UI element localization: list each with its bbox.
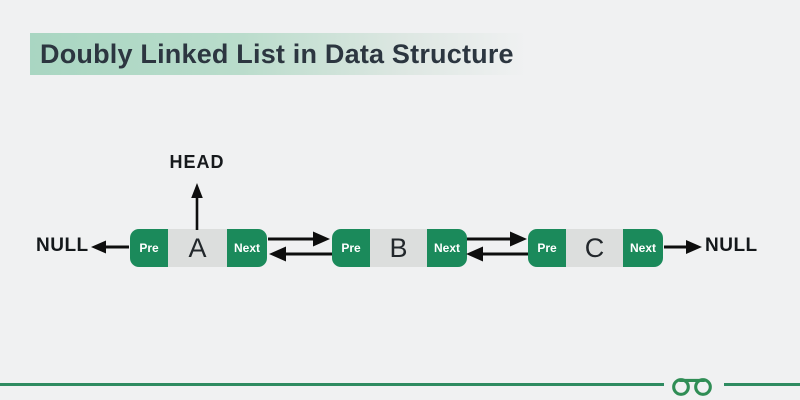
footer-divider-left <box>0 383 664 386</box>
prev-c-to-b-arrow <box>466 246 528 262</box>
node-a-value: A <box>168 229 227 267</box>
node-b-next-pointer: Next <box>427 229 467 267</box>
page-title: Doubly Linked List in Data Structure <box>40 38 514 69</box>
node-a-prev-pointer: Pre <box>130 229 168 267</box>
node-c-prev-pointer: Pre <box>528 229 566 267</box>
geeksforgeeks-logo-icon <box>672 378 712 396</box>
head-arrow <box>191 183 203 230</box>
node-c-value: C <box>566 229 623 267</box>
next-a-to-b-arrow <box>268 231 330 247</box>
footer-divider-right <box>724 383 800 386</box>
node-b-value: B <box>370 229 427 267</box>
node-a-next-pointer: Next <box>227 229 267 267</box>
title-highlight-band: Doubly Linked List in Data Structure <box>30 33 548 75</box>
prev-a-to-null-arrow <box>91 240 129 254</box>
next-c-to-null-arrow <box>664 240 702 254</box>
node-c-next-pointer: Next <box>623 229 663 267</box>
null-label-left: NULL <box>36 235 89 256</box>
head-pointer-label: HEAD <box>169 152 225 172</box>
list-node-a: Pre A Next <box>130 229 267 267</box>
next-b-to-c-arrow <box>467 231 527 247</box>
node-b-prev-pointer: Pre <box>332 229 370 267</box>
list-node-c: Pre C Next <box>528 229 663 267</box>
list-node-b: Pre B Next <box>332 229 467 267</box>
prev-b-to-a-arrow <box>269 246 332 262</box>
null-label-right: NULL <box>705 235 758 256</box>
